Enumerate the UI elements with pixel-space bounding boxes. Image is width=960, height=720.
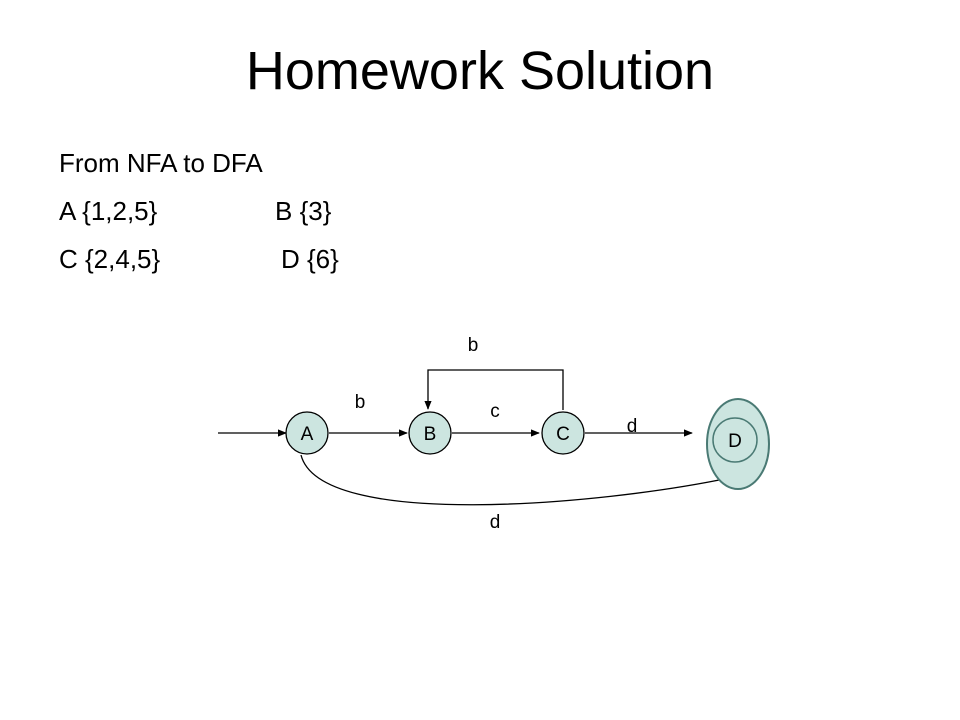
edge-label-c-d: d [627,416,638,437]
state-a [285,411,329,455]
edge-label-b-c: c [490,401,500,422]
state-b [408,411,452,455]
edge-label-c-b: b [468,335,479,356]
edge-label-a-b: b [355,392,366,413]
state-set-c: C {2,4,5} [59,244,161,274]
line-text: From NFA to DFA [59,148,263,178]
state-d [712,417,758,463]
edge-a-d [300,454,730,506]
state-c [541,411,585,455]
state-set-d: D {6} [281,244,339,274]
state-b-label: B [424,424,437,445]
slide-title: Homework Solution [245,41,715,101]
state-d-label: D [728,431,742,452]
state-set-a: A {1,2,5} [59,196,158,226]
edge-label-a-d: d [490,512,501,533]
state-a-label: A [301,424,314,445]
state-c-label: C [556,424,570,445]
edge-c-b [424,369,564,410]
state-set-b: B {3} [275,196,332,226]
